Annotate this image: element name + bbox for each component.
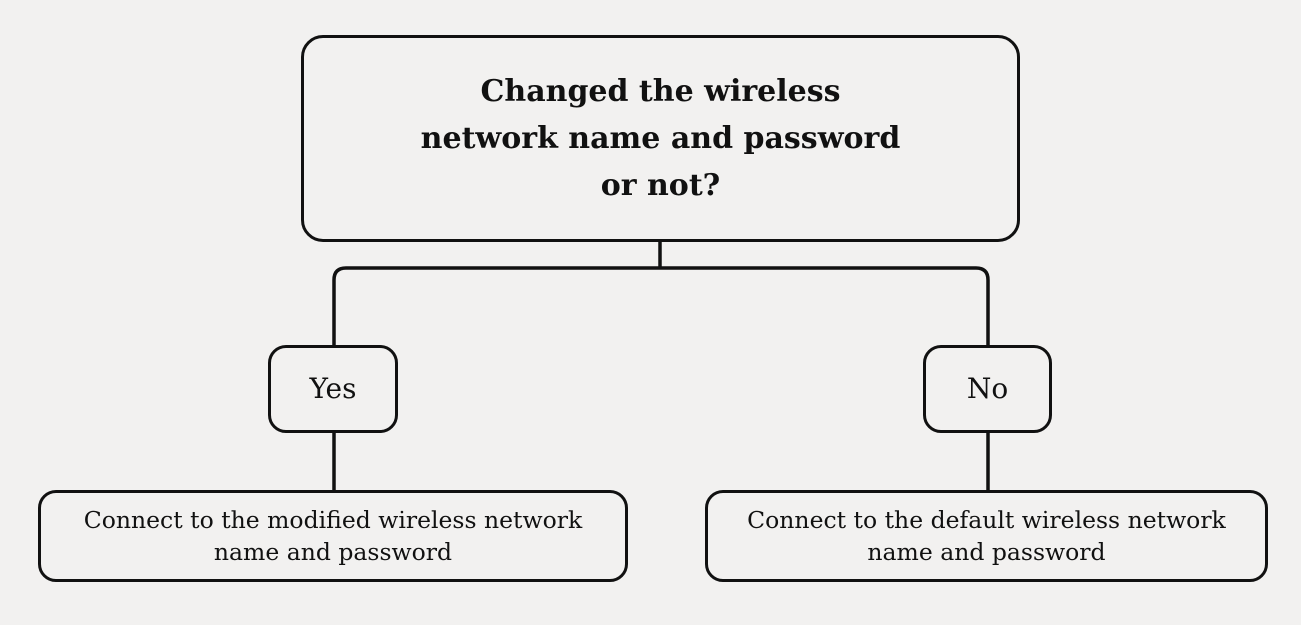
yes-result-line-1: Connect to the modified wireless network bbox=[83, 506, 583, 534]
decision-line-3: or not? bbox=[600, 168, 721, 203]
no-result-line-2: name and password bbox=[867, 538, 1106, 566]
no-result-node: Connect to the default wireless network … bbox=[705, 490, 1268, 582]
yes-label: Yes bbox=[309, 372, 357, 405]
yes-node: Yes bbox=[268, 345, 398, 433]
connector-branch-rail bbox=[332, 266, 990, 345]
no-node: No bbox=[923, 345, 1052, 433]
decision-node: Changed the wireless network name and pa… bbox=[301, 35, 1020, 242]
decision-line-1: Changed the wireless bbox=[480, 74, 841, 109]
no-label: No bbox=[966, 372, 1009, 405]
yes-result-line-2: name and password bbox=[213, 538, 453, 566]
no-result-line-1: Connect to the default wireless network bbox=[747, 506, 1226, 534]
decision-line-2: network name and password bbox=[420, 121, 901, 156]
yes-result-node: Connect to the modified wireless network… bbox=[38, 490, 628, 582]
